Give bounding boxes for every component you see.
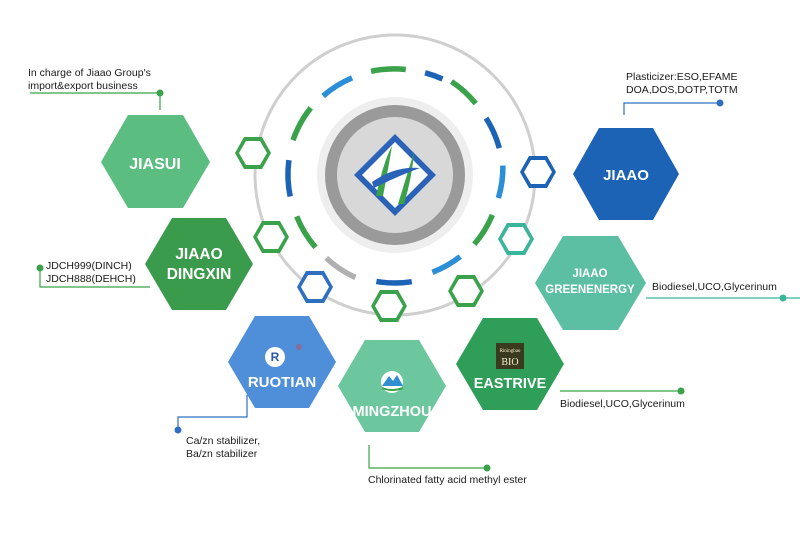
small-hex-greenenergy [498, 223, 534, 255]
ruotian-registered-mark: ® [296, 343, 302, 352]
hex-label-eastrive: EASTRIVE [474, 376, 547, 392]
note-jiaao: Plasticizer:ESO,EFAME DOA,DOS,DOTP,TOTM [626, 71, 738, 97]
hex-jiasui[interactable]: JIASUI [101, 115, 210, 208]
connector-dot [156, 89, 164, 97]
connector-dot [779, 294, 787, 302]
hex-shape [101, 115, 210, 208]
note-line: Ca/zn stabilizer, [186, 435, 261, 447]
ruotian-logo-icon [265, 347, 285, 367]
eastrive-bio-logo-icon [496, 343, 524, 369]
small-hex-dingxin [253, 221, 289, 253]
note-greenenergy: Biodiesel,UCO,Glycerinum [652, 281, 777, 294]
connector-dot [483, 464, 491, 472]
hex-label-dingxin-line1: JIAAO [175, 246, 222, 263]
hex-shape [145, 218, 253, 310]
connector-dots [36, 89, 787, 472]
note-line: import&export business [28, 80, 138, 92]
note-mingzhou: Chlorinated fatty acid methyl ester [368, 474, 527, 487]
hex-greenenergy[interactable]: JIAAO GREENENERGY [535, 236, 646, 330]
small-hex-jiaao [520, 156, 556, 188]
connector-dot [36, 264, 44, 272]
hex-shape [535, 236, 646, 330]
note-line: Plasticizer:ESO,EFAME [626, 71, 738, 83]
small-hex-ruotian [297, 271, 333, 303]
connector-lines [30, 92, 800, 469]
note-dingxin: JDCH999(DINCH) JDCH888(DEHCH) [46, 260, 136, 286]
small-hex-jiasui [235, 137, 271, 169]
hex-eastrive[interactable]: Riningbao BIO EASTRIVE [456, 318, 564, 410]
connector-dot [716, 99, 724, 107]
hex-dingxin[interactable]: JIAAO DINGXIN [145, 218, 253, 310]
hex-ruotian[interactable]: R ® RUOTIAN [228, 316, 336, 408]
hex-label-jiasui: JIASUI [129, 156, 181, 173]
note-line: JDCH999(DINCH) [46, 260, 132, 272]
hex-shape [573, 128, 679, 220]
hex-label-greenenergy-line2: GREENENERGY [545, 284, 635, 296]
ruotian-logo-mark: R [271, 350, 280, 364]
jiaao-h-logo-icon [354, 134, 436, 216]
hex-label-ruotian: RUOTIAN [248, 374, 316, 391]
eastrive-logo-bottom: BIO [501, 357, 518, 368]
hex-label-dingxin-line2: DINGXIN [167, 266, 232, 283]
note-line: Chlorinated fatty acid methyl ester [368, 474, 527, 486]
hex-mingzhou[interactable]: MINGZHOU [338, 340, 446, 432]
note-line: Biodiesel,UCO,Glycerinum [652, 281, 777, 293]
connector-dot [174, 426, 182, 434]
small-hex-eastrive [448, 275, 484, 307]
note-eastrive: Biodiesel,UCO,Glycerinum [560, 398, 685, 411]
note-ruotian: Ca/zn stabilizer, Ba/zn stabilizer [186, 435, 260, 461]
note-line: JDCH888(DEHCH) [46, 273, 136, 285]
small-hex-mingzhou [371, 290, 407, 322]
eastrive-logo-top: Riningbao [500, 349, 521, 354]
connector-dot [677, 387, 685, 395]
hex-label-mingzhou: MINGZHOU [353, 404, 432, 420]
hex-label-jiaao: JIAAO [603, 167, 649, 184]
segment-ring [285, 66, 506, 286]
note-line: In charge of Jiaao Group's [28, 67, 151, 79]
small-hex-connectors [235, 137, 556, 322]
note-jiasui: In charge of Jiaao Group's import&export… [28, 67, 151, 93]
hex-label-greenenergy-line1: JIAAO [572, 268, 607, 280]
note-line: DOA,DOS,DOTP,TOTM [626, 84, 738, 96]
mountain-logo-icon [381, 371, 404, 393]
note-line: Biodiesel,UCO,Glycerinum [560, 398, 685, 410]
hex-jiaao[interactable]: JIAAO [573, 128, 679, 220]
note-line: Ba/zn stabilizer [186, 448, 258, 460]
